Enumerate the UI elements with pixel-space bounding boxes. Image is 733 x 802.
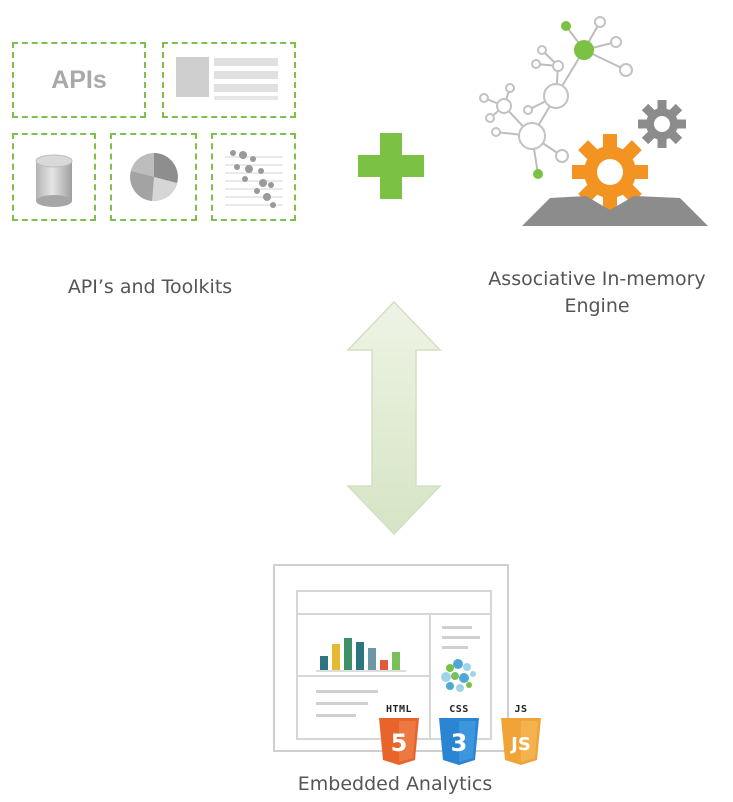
dashboard-bar <box>380 660 388 670</box>
js-icon: JS <box>501 718 541 765</box>
plus-icon <box>358 133 424 199</box>
embedded-analytics-label: Embedded Analytics <box>297 773 493 795</box>
js-mark: JS <box>509 734 531 755</box>
html5-icon: 5 <box>379 718 419 765</box>
scatter-tile <box>211 133 296 221</box>
dashboard-bar <box>332 644 340 670</box>
html5-badge-label: HTML <box>385 704 413 715</box>
api-toolkits-label: API’s and Toolkits <box>67 276 233 298</box>
html5-mark: 5 <box>391 729 408 757</box>
bidirectional-arrow-icon <box>346 300 442 536</box>
engine-graphic <box>479 16 708 226</box>
css3-badge-label: CSS <box>449 704 469 715</box>
database-icon <box>35 154 73 207</box>
js-badge-label: JS <box>514 704 528 715</box>
dashboard-bar <box>368 648 376 670</box>
dashboard-mockup <box>298 613 490 738</box>
document-icon <box>176 57 278 100</box>
dashboard-bar <box>392 652 400 670</box>
document-tile <box>162 42 296 118</box>
css3-icon: 3 <box>439 718 479 765</box>
css3-mark: 3 <box>451 729 468 757</box>
scatter-plot-icon <box>225 150 283 208</box>
apis-tile: APIs <box>12 42 146 118</box>
engine-label-line2: Engine <box>564 295 630 317</box>
pie-chart-tile <box>110 133 197 221</box>
dashboard-bar <box>320 656 328 670</box>
apis-text: APIs <box>51 66 107 94</box>
pie-chart-icon <box>130 153 178 202</box>
database-tile <box>12 133 96 221</box>
dashboard-bar <box>356 642 364 670</box>
dashboard-bar <box>344 638 352 670</box>
engine-label: Associative In-memory Engine <box>466 266 728 320</box>
engine-label-line1: Associative In-memory <box>488 268 706 290</box>
dashboard-preview <box>296 590 492 740</box>
